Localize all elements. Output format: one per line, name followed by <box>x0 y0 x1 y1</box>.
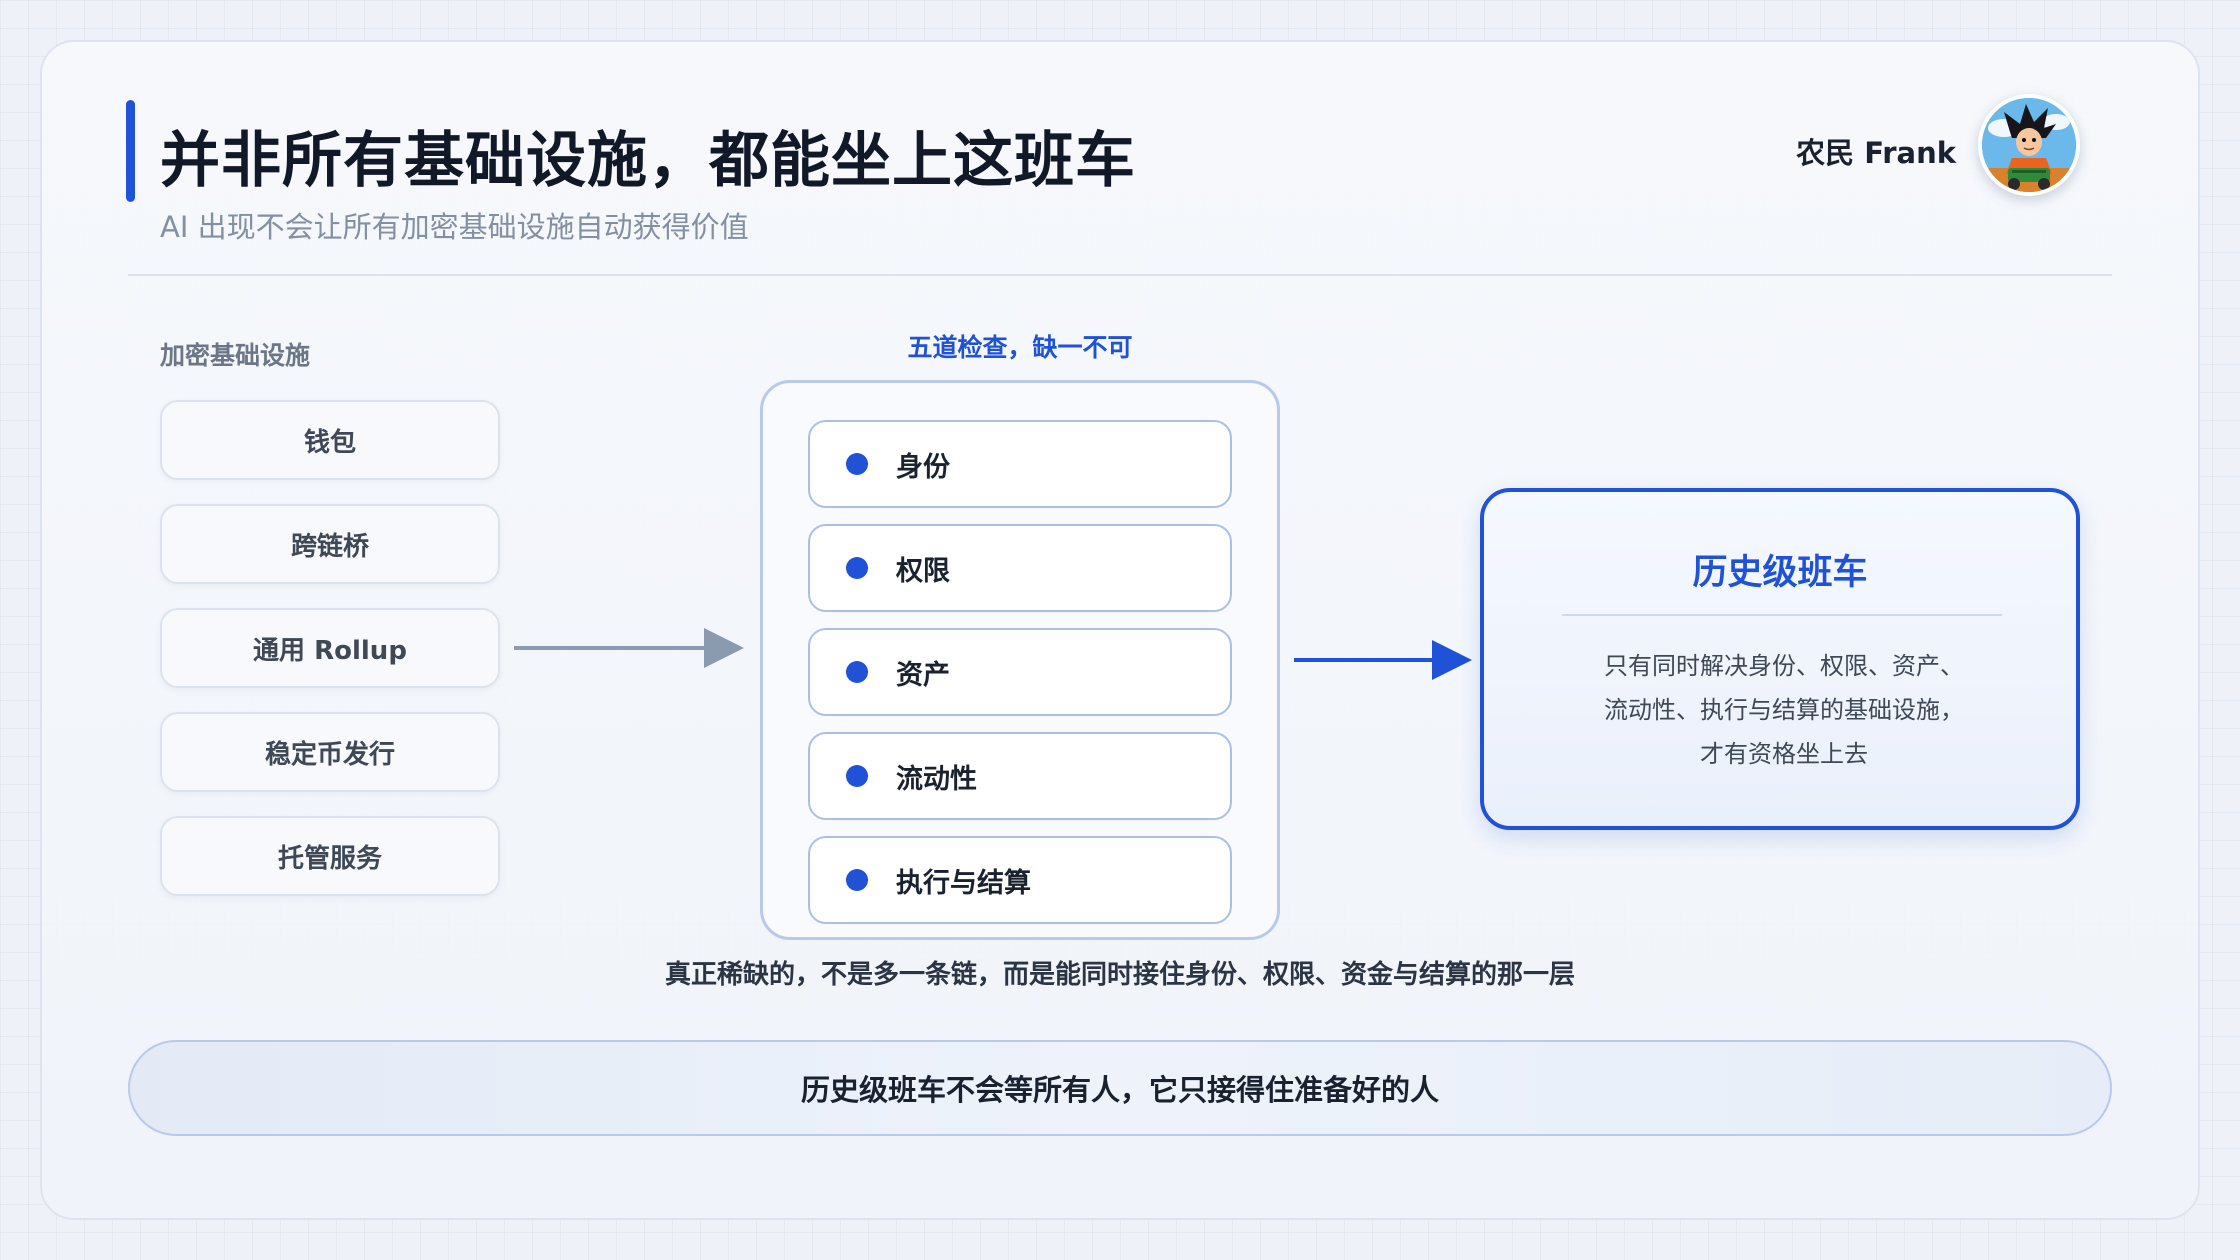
infra-item-stablecoin: 稳定币发行 <box>160 712 500 792</box>
bullet-dot-icon <box>846 661 868 683</box>
bullet-dot-icon <box>846 869 868 891</box>
result-line-3: 才有资格坐上去 <box>1700 740 1868 768</box>
infra-item-bridge: 跨链桥 <box>160 504 500 584</box>
insight-text: 真正稀缺的，不是多一条链，而是能同时接住身份、权限、资金与结算的那一层 <box>664 960 1575 990</box>
avatar-illustration-icon <box>1982 98 2076 192</box>
bullet-dot-icon <box>846 557 868 579</box>
arrow-checks-to-result-icon <box>1294 640 1472 680</box>
checks-section-label: 五道检查，缺一不可 <box>907 333 1133 362</box>
banner-text: 历史级班车不会等所有人，它只接得住准备好的人 <box>800 1073 1439 1107</box>
result-line-1: 只有同时解决身份、权限、资产、 <box>1604 652 1964 680</box>
check-item-permission: 权限 <box>808 524 1232 612</box>
infra-item-rollup: 通用 Rollup <box>160 608 500 688</box>
check-item-asset: 资产 <box>808 628 1232 716</box>
arrow-infra-to-checks-icon <box>514 628 744 668</box>
check-item-identity: 身份 <box>808 420 1232 508</box>
check-item-label: 资产 <box>896 659 950 691</box>
infra-item-custody: 托管服务 <box>160 816 500 896</box>
infra-item-wallet: 钱包 <box>160 400 500 480</box>
avatar <box>1978 94 2080 196</box>
page-subtitle: AI 出现不会让所有加密基础设施自动获得价值 <box>160 210 749 244</box>
result-description: 只有同时解决身份、权限、资产、 流动性、执行与结算的基础设施， 才有资格坐上去 <box>1524 644 2044 776</box>
result-title: 历史级班车 <box>1692 553 1868 593</box>
result-divider <box>1562 614 2002 616</box>
check-item-label: 执行与结算 <box>896 867 1031 899</box>
check-item-label: 权限 <box>896 555 950 587</box>
infra-section-label: 加密基础设施 <box>160 341 311 370</box>
header-divider <box>128 274 2112 276</box>
title-accent-bar <box>126 100 135 202</box>
bullet-dot-icon <box>846 453 868 475</box>
check-item-settlement: 执行与结算 <box>808 836 1232 924</box>
check-item-label: 身份 <box>896 451 950 483</box>
check-item-label: 流动性 <box>896 763 977 795</box>
check-item-liquidity: 流动性 <box>808 732 1232 820</box>
bullet-dot-icon <box>846 765 868 787</box>
result-line-2: 流动性、执行与结算的基础设施， <box>1604 696 1964 724</box>
page-title: 并非所有基础设施，都能坐上这班车 <box>160 126 1136 196</box>
author-name: 农民 Frank <box>1796 136 1956 170</box>
result-card: 历史级班车 只有同时解决身份、权限、资产、 流动性、执行与结算的基础设施， 才有… <box>1480 488 2080 830</box>
bottom-banner: 历史级班车不会等所有人，它只接得住准备好的人 <box>128 1040 2112 1136</box>
